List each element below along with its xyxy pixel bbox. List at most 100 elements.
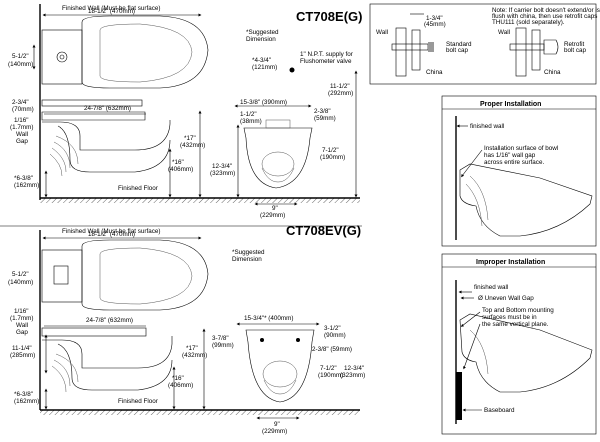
dim-1-16-d: Gap — [16, 138, 28, 145]
improper-title: Improper Installation — [476, 259, 545, 266]
b-dim-6-375-a: *6-3/8" — [14, 391, 33, 398]
b-dim-3-5-a: 3-1/2" — [324, 325, 341, 332]
b-dim-3-875-a: 3-7/8" — [212, 335, 229, 342]
b-dim-6-375-b: (162mm) — [14, 398, 39, 405]
improper-desc-2: surfaces must be in — [482, 314, 537, 321]
b-dim-12-75-b: (323mm) — [340, 372, 365, 379]
b-dim-9-a: 9" — [274, 421, 280, 428]
bowl-front-view — [243, 119, 313, 189]
dim-11-5-a: 11-1/2" — [330, 83, 350, 90]
b-dim-16-a: *16" — [172, 375, 184, 382]
suggested-a: *Suggested — [246, 29, 279, 36]
supply-a: 1" N.P.T. supply for — [300, 51, 353, 58]
b-dim-11-25-b: (285mm) — [10, 352, 35, 359]
note-line-1: Note: If carrier bolt doesn't extend/or … — [492, 7, 600, 14]
proper-desc-2: has 1/16" wall gap — [484, 152, 536, 159]
note-china-1: China — [426, 69, 443, 76]
improper-finished-wall: finished wall — [474, 284, 508, 291]
note-retro-b: bolt cap — [564, 47, 587, 54]
bowl-side-view — [41, 99, 171, 177]
note-dim-a: 1-3/4" — [426, 15, 443, 22]
dim-15-375: 15-3/8" (390mm) — [240, 99, 287, 106]
dim-16-b: (406mm) — [168, 166, 193, 173]
b-dim-16-b: (406mm) — [168, 382, 193, 389]
dim-2-75-a: 2-3/4" — [12, 99, 29, 106]
dim-17-a: *17" — [184, 135, 196, 142]
b-dim-24-875: 24-7/8" (632mm) — [86, 317, 133, 324]
dim-4-75-a: *4-3/4" — [252, 57, 271, 64]
b-bowl-front-view — [245, 329, 315, 403]
dim-12-75-a: 12-3/4" — [212, 163, 232, 170]
dim-24-875: 24-7/8" (632mm) — [84, 105, 131, 112]
note-wall-1: Wall — [376, 29, 388, 36]
note-line-3: THU111 (sold separately). — [492, 19, 565, 26]
b-dim-5-5-b: (140mm) — [8, 279, 33, 286]
note-dim-b: (45mm) — [424, 21, 446, 28]
b-dim-5-5-a: 5-1/2" — [12, 271, 29, 278]
note-std-b: bolt cap — [446, 47, 469, 54]
dim-9-a: 9" — [272, 205, 278, 212]
proper-title: Proper Installation — [480, 101, 541, 108]
b-finished-wall-label: Finished Wall (Must be flat surface) — [62, 228, 160, 235]
dim-1-5-b: (38mm) — [240, 118, 262, 125]
proper-finished-wall: finished wall — [470, 123, 504, 130]
b-bowl-side-view — [41, 327, 173, 393]
b-dim-1-16-b: (1.7mm) — [10, 315, 33, 322]
dim-2-375-a: 2-3/8" — [314, 108, 331, 115]
b-dim-2-375: 2-3/8" (59mm) — [312, 346, 352, 353]
supply-b: Flushometer valve — [300, 58, 352, 65]
dim-1-16-b: (1.7mm) — [10, 124, 33, 131]
model-title-bottom: CT708EV(G) — [286, 223, 361, 238]
dim-1-16-c: Wall — [16, 131, 28, 138]
proper-desc-1: Installation surface of bowl — [484, 145, 558, 152]
b-dim-11-25-a: 11-1/4" — [12, 345, 32, 352]
improper-installation-panel: Improper Installation finished wall Ø Un… — [441, 253, 597, 435]
top-section: Finished Wall (Must be flat surface) 18-… — [8, 4, 362, 219]
b-bowl-plan-view — [41, 239, 209, 311]
proper-desc-3: across entire surface. — [484, 159, 544, 166]
dim-17-b: (432mm) — [180, 142, 205, 149]
b-dim-7-5-b: (190mm) — [318, 372, 343, 379]
b-dim-15-75: 15-3/4"* (400mm) — [244, 315, 293, 322]
dim-11-5-b: (292mm) — [328, 90, 353, 97]
dim-6-375-b: (162mm) — [14, 182, 39, 189]
dim-7-5-a: 7-1/2" — [322, 147, 339, 154]
b-dim-17-b: (432mm) — [182, 352, 207, 359]
suggested-b: Dimension — [246, 36, 276, 43]
baseboard-shape — [456, 372, 462, 420]
note-wall-2: Wall — [498, 29, 510, 36]
improper-uneven: Ø Uneven Wall Gap — [478, 295, 534, 302]
note-box: Note: If carrier bolt doesn't extend/or … — [369, 3, 600, 85]
dim-5-5-b: (140mm) — [8, 61, 33, 68]
dim-2-375-b: (59mm) — [314, 115, 336, 122]
b-dim-1-16-c: Wall — [16, 322, 28, 329]
dim-12-75-b: (323mm) — [210, 170, 235, 177]
improper-desc-1: Top and Bottom mounting — [482, 307, 554, 314]
dim-9-b: (229mm) — [260, 212, 285, 219]
dim-4-75-b: (121mm) — [252, 64, 277, 71]
dim-2-75-b: (70mm) — [12, 106, 34, 113]
note-std-a: Standard — [446, 41, 472, 48]
finished-floor-label: Finished Floor — [118, 185, 158, 192]
dim-5-5-a: 5-1/2" — [12, 53, 29, 60]
b-finished-floor-label: Finished Floor — [118, 398, 158, 405]
b-dim-12-75-a: 12-3/4" — [344, 365, 364, 372]
b-dim-18-5: 18-1/2" (470mm) — [88, 231, 135, 238]
b-dim-7-5-a: 7-1/2" — [320, 365, 337, 372]
dim-18-5: 18-1/2" (470mm) — [88, 8, 135, 15]
note-retro-a: Retrofit — [564, 41, 585, 48]
b-dim-3-5-b: (90mm) — [324, 332, 346, 339]
bottom-section: Finished Wall (Must be flat surface) 18-… — [8, 223, 365, 435]
finished-wall-label: Finished Wall (Must be flat surface) — [62, 5, 160, 12]
b-dim-9-b: (229mm) — [262, 428, 287, 435]
dim-16-a: *16" — [172, 159, 184, 166]
b-suggested-b: Dimension — [232, 256, 262, 263]
dim-1-16-a: 1/16" — [14, 117, 29, 124]
improper-baseboard: Baseboard — [484, 407, 515, 414]
note-china-2: China — [544, 69, 561, 76]
b-dim-1-16-a: 1/16" — [14, 308, 29, 315]
proper-installation-panel: Proper Installation finished wall Instal… — [441, 95, 597, 247]
model-title-top: CT708E(G) — [296, 9, 362, 24]
b-dim-17-a: *17" — [186, 345, 198, 352]
